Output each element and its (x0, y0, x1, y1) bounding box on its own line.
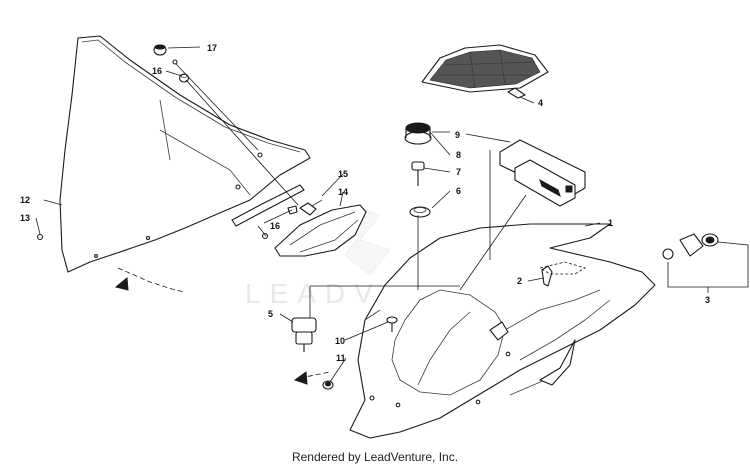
gauge-module (499, 139, 586, 207)
callout-6: 6 (456, 186, 461, 196)
headlight-bulb (299, 199, 323, 216)
callout-1: 1 (608, 218, 613, 228)
screw-16-lower (261, 205, 298, 240)
toggle-switch (291, 317, 317, 352)
callout-11: 11 (336, 353, 346, 363)
screw-16-top (172, 59, 178, 65)
headlight-lens (274, 204, 367, 257)
callout-3: 3 (705, 295, 710, 305)
grommet-6 (409, 206, 431, 218)
callout-7: 7 (456, 167, 461, 177)
callout-9: 9 (455, 130, 460, 140)
cap-17 (153, 44, 167, 56)
screw-13 (36, 233, 44, 241)
leader-lines (35, 46, 749, 383)
callout-4: 4 (538, 98, 543, 108)
ignition-key (411, 161, 425, 186)
screw-10 (386, 316, 398, 332)
windshield (59, 35, 311, 273)
clip-2 (538, 261, 586, 287)
gauge-cap (404, 122, 432, 145)
front-arrow-left (114, 267, 186, 293)
front-arrow-right (293, 371, 331, 385)
callout-10: 10 (335, 336, 345, 346)
callout-13: 13 (20, 213, 30, 223)
power-socket (662, 233, 719, 260)
credit-text: Rendered by LeadVenture, Inc. (291, 450, 459, 464)
callout-5: 5 (268, 309, 273, 319)
callout-17: 17 (207, 43, 217, 53)
callout-2: 2 (517, 276, 522, 286)
callout-12: 12 (20, 195, 30, 205)
callout-8: 8 (456, 150, 461, 160)
callout-15: 15 (338, 169, 348, 179)
nut-11 (322, 380, 334, 390)
callout-14: 14 (338, 187, 348, 197)
hood (349, 223, 656, 439)
callout-16-top: 16 (152, 66, 162, 76)
callout-16-lower: 16 (270, 221, 280, 231)
vent-grille (421, 44, 549, 99)
windshield-mount-strip (231, 184, 305, 227)
